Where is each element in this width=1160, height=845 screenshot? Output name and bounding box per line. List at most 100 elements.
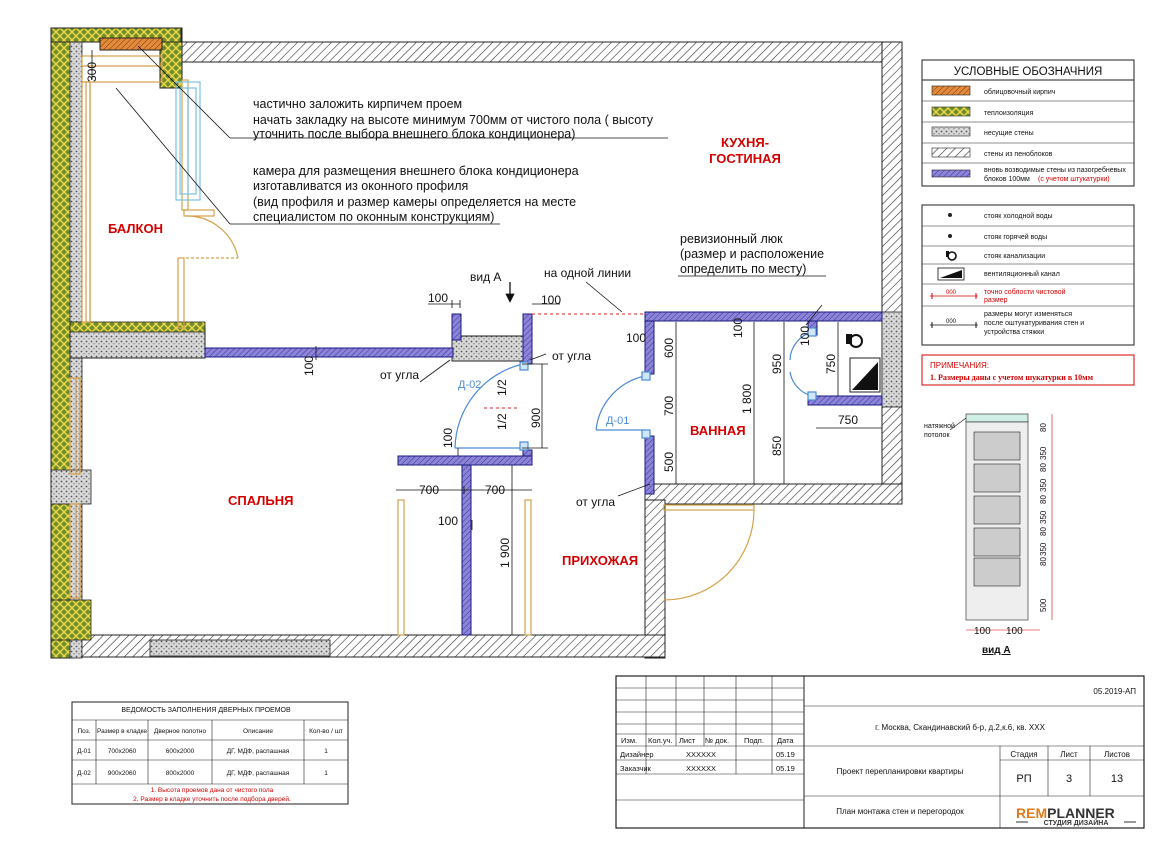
door-label-d01: Д-01 <box>606 415 629 427</box>
svg-text:(с учетом штукатурки): (с учетом штукатурки) <box>1038 176 1110 183</box>
svg-text:350: 350 <box>1039 510 1048 524</box>
svg-text:600х2000: 600х2000 <box>166 748 195 755</box>
svg-text:камера для размещения внешнего: камера для размещения внешнего блока кон… <box>253 164 579 178</box>
svg-text:Дата: Дата <box>777 736 794 745</box>
svg-text:1 900: 1 900 <box>498 538 512 568</box>
svg-text:100: 100 <box>428 291 448 305</box>
sheets-value: 13 <box>1111 773 1123 785</box>
svg-text:СТУДИЯ ДИЗАЙНА: СТУДИЯ ДИЗАЙНА <box>1044 818 1109 827</box>
exterior-walls <box>50 27 903 659</box>
dimension-black-icon <box>930 322 978 328</box>
svg-text:№ док.: № док. <box>705 736 729 745</box>
svg-text:100: 100 <box>441 428 455 448</box>
svg-text:теплоизоляция: теплоизоляция <box>984 110 1033 117</box>
room-bedroom: СПАЛЬНЯ <box>228 493 293 508</box>
svg-text:изготавливатся из оконного про: изготавливатся из оконного профиля <box>253 179 468 193</box>
aircon-camera <box>175 81 201 201</box>
project-name: Проект перепланировки квартиры <box>837 767 964 776</box>
svg-text:80: 80 <box>1039 463 1048 472</box>
svg-text:облицовочный кирпич: облицовочный кирпич <box>984 88 1056 96</box>
svg-text:REMPLANNER: REMPLANNER <box>1016 805 1115 821</box>
vent-icon <box>937 267 965 281</box>
svg-text:1: 1 <box>324 748 328 755</box>
svg-text:350: 350 <box>1039 542 1048 556</box>
bath-fixtures <box>846 334 881 393</box>
notes-title: ПРИМЕЧАНИЯ: <box>930 361 989 370</box>
svg-text:Кол.уч.: Кол.уч. <box>648 736 673 745</box>
svg-text:вновь возводимые стены из пазо: вновь возводимые стены из пазогребневых <box>984 166 1126 174</box>
dimension-lines <box>91 50 882 635</box>
from-corner-label-3: от угла <box>576 495 615 509</box>
hot-water-icon <box>948 234 952 238</box>
dimension-red-icon <box>930 293 978 299</box>
svg-text:точно соблости чистовой: точно соблости чистовой <box>984 288 1066 296</box>
svg-text:000: 000 <box>946 290 957 296</box>
svg-text:натяжной: натяжной <box>924 422 955 430</box>
section-view-a: натяжной потолок 80 350 80 350 80 350 80… <box>924 413 1053 656</box>
door-schedule-table: ВЕДОМОСТЬ ЗАПОЛНЕНИЯ ДВЕРНЫХ ПРОЕМОВ Поз… <box>71 701 349 805</box>
svg-text:350: 350 <box>1039 478 1048 492</box>
stage-value: РП <box>1016 773 1031 785</box>
svg-text:1/2: 1/2 <box>495 379 509 396</box>
svg-text:Листов: Листов <box>1104 750 1130 759</box>
svg-text:05.19: 05.19 <box>776 750 795 759</box>
svg-text:350: 350 <box>1039 446 1048 460</box>
svg-text:несущие стены: несущие стены <box>984 130 1034 137</box>
dimension-texts: 300 100 100 100 1/2 1/2 900 100 700 700 … <box>85 62 858 568</box>
note-revision-hatch: ревизионный люк (размер и расположение о… <box>680 232 824 276</box>
svg-text:частично заложить кирпичем про: частично заложить кирпичем проем <box>253 97 462 111</box>
svg-text:100: 100 <box>541 293 561 307</box>
section-label: вид А <box>982 645 1011 656</box>
svg-text:2. Размер в кладке уточнить по: 2. Размер в кладке уточнить после подбор… <box>133 795 291 803</box>
svg-text:500: 500 <box>662 452 676 472</box>
svg-text:Д-02: Д-02 <box>77 770 91 777</box>
from-corner-label-2: от угла <box>552 349 591 363</box>
drawing-name: План монтажа стен и перегородок <box>836 807 964 816</box>
note-leaders <box>115 45 826 277</box>
svg-text:300: 300 <box>85 62 99 82</box>
svg-text:900: 900 <box>529 408 543 428</box>
svg-text:700: 700 <box>419 483 439 497</box>
svg-text:500: 500 <box>1039 598 1048 612</box>
legend: УСЛОВНЫЕ ОБОЗНАЧНИЯ облицовочный кирпич … <box>921 59 1135 386</box>
one-line-label: на одной линии <box>544 266 631 280</box>
svg-text:Подп.: Подп. <box>744 736 764 745</box>
from-corner-label-1: от угла <box>380 368 419 382</box>
svg-text:Описание: Описание <box>243 728 273 735</box>
note-window: частично заложить кирпичем проем начать … <box>253 97 654 141</box>
svg-text:Изм.: Изм. <box>621 736 637 745</box>
svg-text:800х2000: 800х2000 <box>166 770 195 777</box>
entrance-door <box>663 504 755 601</box>
svg-text:Заказчик: Заказчик <box>620 764 652 773</box>
note-aircon: камера для размещения внешнего блока кон… <box>253 164 579 224</box>
svg-text:ДГ, МДФ, распашная: ДГ, МДФ, распашная <box>227 770 290 777</box>
svg-text:1 800: 1 800 <box>740 384 754 414</box>
svg-text:80: 80 <box>1039 495 1048 504</box>
cold-water-icon <box>948 213 952 217</box>
svg-text:Лист: Лист <box>679 736 696 745</box>
svg-text:потолок: потолок <box>924 432 950 439</box>
room-balcony: БАЛКОН <box>108 221 163 236</box>
sheet-value: 3 <box>1066 773 1072 785</box>
svg-text:100: 100 <box>1006 626 1023 637</box>
sewer-icon <box>946 251 957 261</box>
door-label-d02: Д-02 <box>458 379 481 391</box>
svg-text:750: 750 <box>838 413 858 427</box>
svg-text:Стадия: Стадия <box>1010 750 1037 759</box>
svg-text:100: 100 <box>626 331 646 345</box>
legend-title: УСЛОВНЫЕ ОБОЗНАЧНИЯ <box>954 66 1103 78</box>
svg-text:начать закладку на высоте мини: начать закладку на высоте минимум 700мм … <box>253 113 654 127</box>
svg-text:определить по месту): определить по месту) <box>680 262 806 276</box>
svg-text:Размер в кладке: Размер в кладке <box>97 728 147 735</box>
remplanner-logo: REMPLANNER СТУДИЯ ДИЗАЙНА <box>1016 805 1136 827</box>
svg-text:устройства стяжки: устройства стяжки <box>984 328 1044 336</box>
room-kitchen-1: КУХНЯ- <box>721 135 769 150</box>
svg-text:100: 100 <box>974 626 991 637</box>
svg-text:ХХХХХХ: ХХХХХХ <box>686 764 716 773</box>
svg-text:1. Высота проемов дана от чист: 1. Высота проемов дана от чистого пола <box>151 787 274 794</box>
svg-text:Дизайнер: Дизайнер <box>620 750 654 759</box>
svg-text:уточнить после выбора внешнего: уточнить после выбора внешнего блока кон… <box>253 127 575 141</box>
svg-text:стояк горячей воды: стояк горячей воды <box>984 233 1047 241</box>
svg-text:стены из пеноблоков: стены из пеноблоков <box>984 150 1053 158</box>
svg-text:Поз.: Поз. <box>78 728 91 735</box>
